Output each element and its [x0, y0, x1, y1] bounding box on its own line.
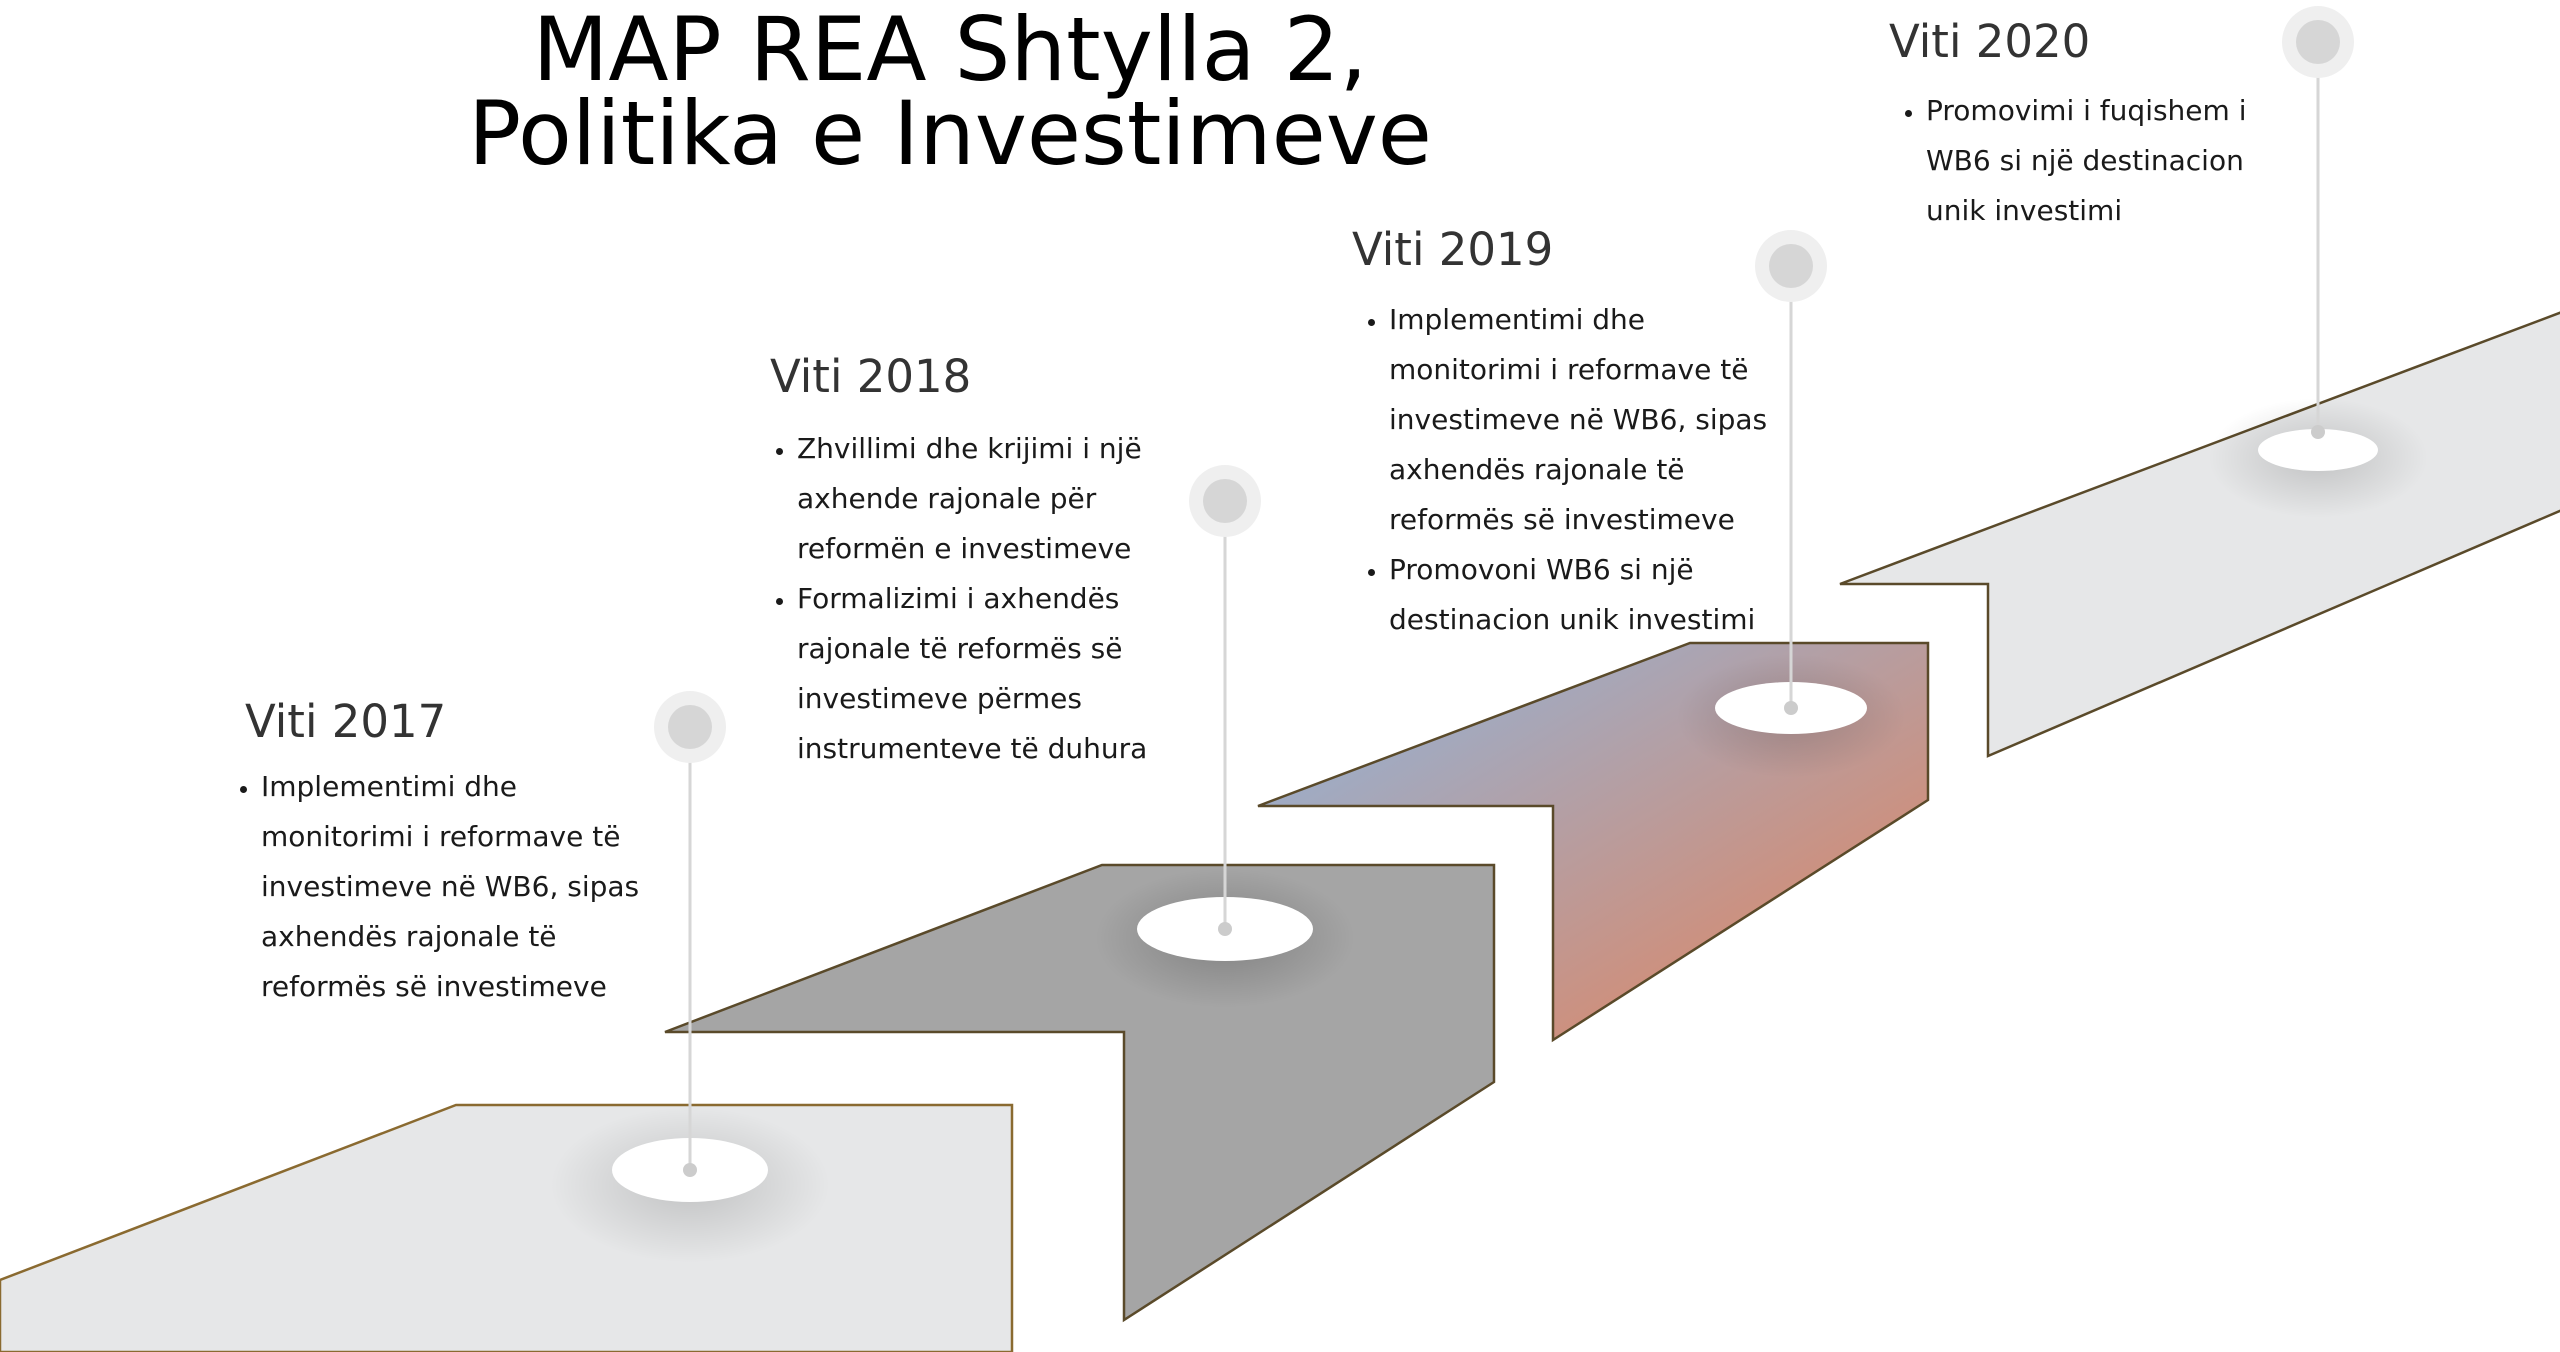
page-title-line-2: Politika e Investimeve: [468, 82, 1432, 185]
pin-base-dot: [1218, 922, 1232, 936]
milestone-item: Implementimi dhe monitorimi i reformave …: [1389, 295, 1789, 545]
milestone-heading-2019: Viti 2019: [1352, 223, 1554, 276]
pin-base-dot: [1784, 701, 1798, 715]
pin-base-dot: [683, 1163, 697, 1177]
milestone-list-2018: Zhvillimi dhe krijimi i një axhende rajo…: [761, 424, 1187, 774]
pin-head: [1203, 479, 1247, 523]
pin-head: [2296, 20, 2340, 64]
milestone-heading-2020: Viti 2020: [1889, 15, 2091, 68]
milestone-list-2017: Implementimi dhe monitorimi i reformave …: [225, 762, 661, 1012]
milestone-item: Implementimi dhe monitorimi i reformave …: [261, 762, 661, 1012]
milestone-heading-2018: Viti 2018: [770, 350, 972, 403]
pin-2017: [612, 691, 768, 1202]
milestone-list-2020: Promovimi i fuqishem i WB6 si një destin…: [1890, 86, 2266, 236]
milestone-item: Promovoni WB6 si një destinacion unik in…: [1389, 545, 1789, 645]
milestone-list-2019: Implementimi dhe monitorimi i reformave …: [1353, 295, 1789, 645]
milestone-heading-2017: Viti 2017: [245, 695, 447, 748]
road-segment-2017: [0, 1103, 1014, 1352]
milestone-item: Promovimi i fuqishem i WB6 si një destin…: [1926, 86, 2266, 236]
pin-2019: [1715, 230, 1867, 734]
pin-2020: [2258, 6, 2378, 471]
pin-base-dot: [2311, 425, 2325, 439]
pin-base: [2258, 429, 2378, 471]
milestone-item: Formalizimi i axhendës rajonale të refor…: [797, 574, 1187, 774]
page-title: MAP REA Shtylla 2, Politika e Investimev…: [380, 0, 1520, 185]
page-title-line-1: MAP REA Shtylla 2,: [532, 0, 1368, 101]
pin-head: [1769, 244, 1813, 288]
milestone-item: Zhvillimi dhe krijimi i një axhende rajo…: [797, 424, 1187, 574]
pin-2018: [1137, 465, 1313, 961]
pin-head: [668, 705, 712, 749]
road-segment-2020: [1839, 311, 2560, 758]
